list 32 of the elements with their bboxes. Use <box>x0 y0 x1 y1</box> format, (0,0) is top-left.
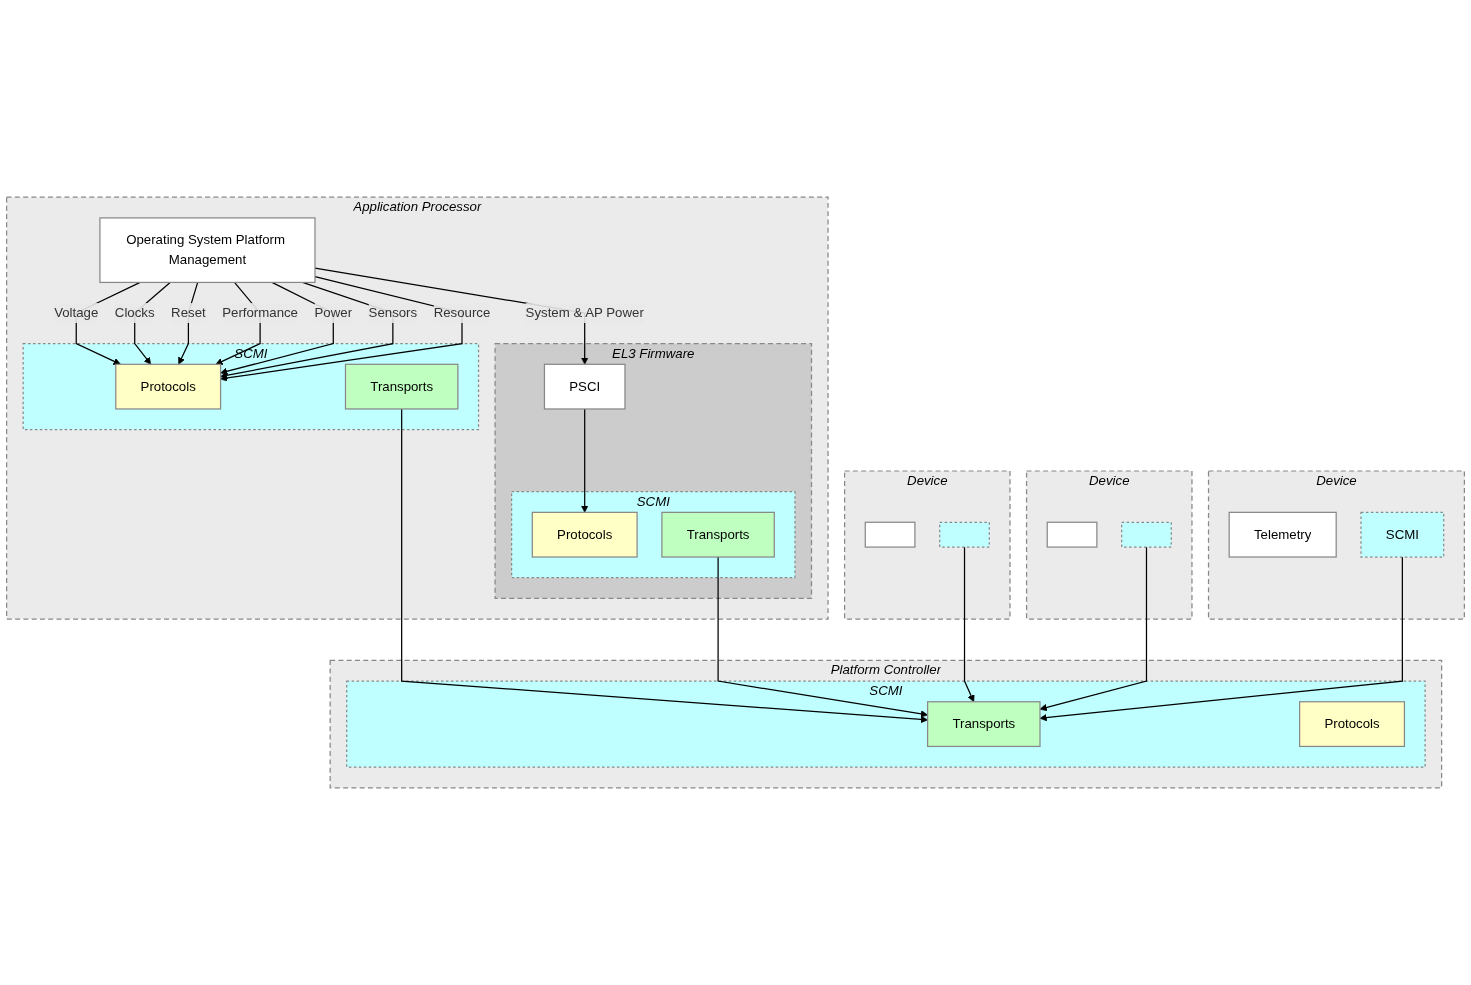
node-box <box>864 521 916 548</box>
arrow <box>401 408 928 724</box>
node-box <box>1121 521 1172 548</box>
edge-label: Clocks <box>114 305 155 320</box>
cluster: Device <box>843 470 1011 620</box>
node-box: Protocols <box>115 363 222 410</box>
node-box: Operating System Platform Management <box>99 217 316 284</box>
edge-label: Performance <box>222 305 298 320</box>
edge-label: Resource <box>433 305 491 320</box>
node-box: Telemetry <box>1228 511 1337 558</box>
arrow <box>220 281 394 379</box>
node-box: PSCI <box>543 363 626 410</box>
node-box <box>1046 521 1098 548</box>
edge-label: Power <box>314 305 353 320</box>
arrow <box>220 281 334 375</box>
edge-label: Reset <box>171 305 206 320</box>
edge-label: Sensors <box>368 305 418 320</box>
arrow <box>314 267 589 365</box>
arrow <box>220 276 463 382</box>
cluster: Device <box>1025 470 1193 620</box>
node-box: Transports <box>344 363 459 410</box>
node-box: Protocols <box>1299 701 1406 748</box>
node-box: Transports <box>927 701 1041 748</box>
edge-label: System & AP Power <box>525 305 644 320</box>
node-box: Transports <box>661 511 775 558</box>
arrow <box>963 546 975 703</box>
arrow <box>581 408 589 513</box>
arrow <box>717 556 928 718</box>
node-box <box>939 521 990 548</box>
edge-label: Voltage <box>54 305 99 320</box>
node-box: SCMI <box>1360 511 1445 558</box>
node-box: Protocols <box>531 511 638 558</box>
